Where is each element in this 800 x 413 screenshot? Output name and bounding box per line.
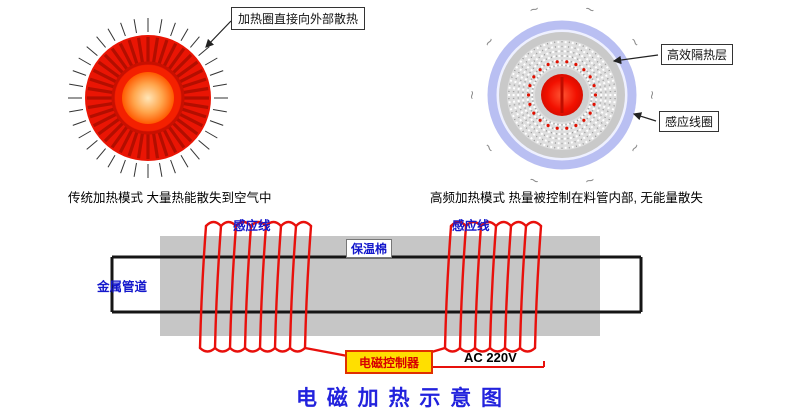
insulation-cotton-label: 保温棉 xyxy=(346,239,393,258)
ac-power-label: AC 220V xyxy=(464,350,517,365)
heater-spokes xyxy=(87,37,209,159)
left-figure-caption: 传统加热模式 大量热能散失到空气中 xyxy=(68,191,272,205)
svg-text:~: ~ xyxy=(480,34,499,51)
svg-text:~: ~ xyxy=(643,91,660,100)
svg-text:~: ~ xyxy=(625,139,644,156)
right-figure-caption: 高频加热模式 热量被控制在料管内部, 无能量散失 xyxy=(430,191,703,205)
coil-wire-label-left: 感应线 xyxy=(233,219,271,233)
induction-coil-winding xyxy=(198,220,543,359)
coil-dot-texture xyxy=(526,60,598,130)
svg-text:~: ~ xyxy=(480,139,499,156)
coil-leader-line xyxy=(632,112,657,122)
insulation-layer-label: 高效隔热层 xyxy=(661,44,734,65)
svg-text:~: ~ xyxy=(583,0,597,19)
diagram-title: 电 磁 加 热 示 意 图 xyxy=(295,387,505,410)
callout-leader-line xyxy=(205,20,232,48)
traditional-heater-figure xyxy=(68,18,228,178)
coil-wire-label-right: 感应线 xyxy=(452,219,490,233)
svg-text:~: ~ xyxy=(625,34,644,51)
metal-pipe-label: 金属管道 xyxy=(97,280,148,294)
electromagnetic-controller-box: 电磁控制器 xyxy=(345,350,433,374)
power-feed-line xyxy=(426,361,545,368)
insulation-leader-line xyxy=(612,54,659,65)
induction-coil-label: 感应线圈 xyxy=(659,111,720,132)
svg-text:~: ~ xyxy=(464,90,481,99)
svg-text:~: ~ xyxy=(528,0,542,19)
heat-dissipation-callout: 加热圈直接向外部散热 xyxy=(231,7,366,30)
heat-ray-icons xyxy=(68,18,228,178)
induction-heater-figure: ~~~~~~~~~~ xyxy=(464,0,660,189)
